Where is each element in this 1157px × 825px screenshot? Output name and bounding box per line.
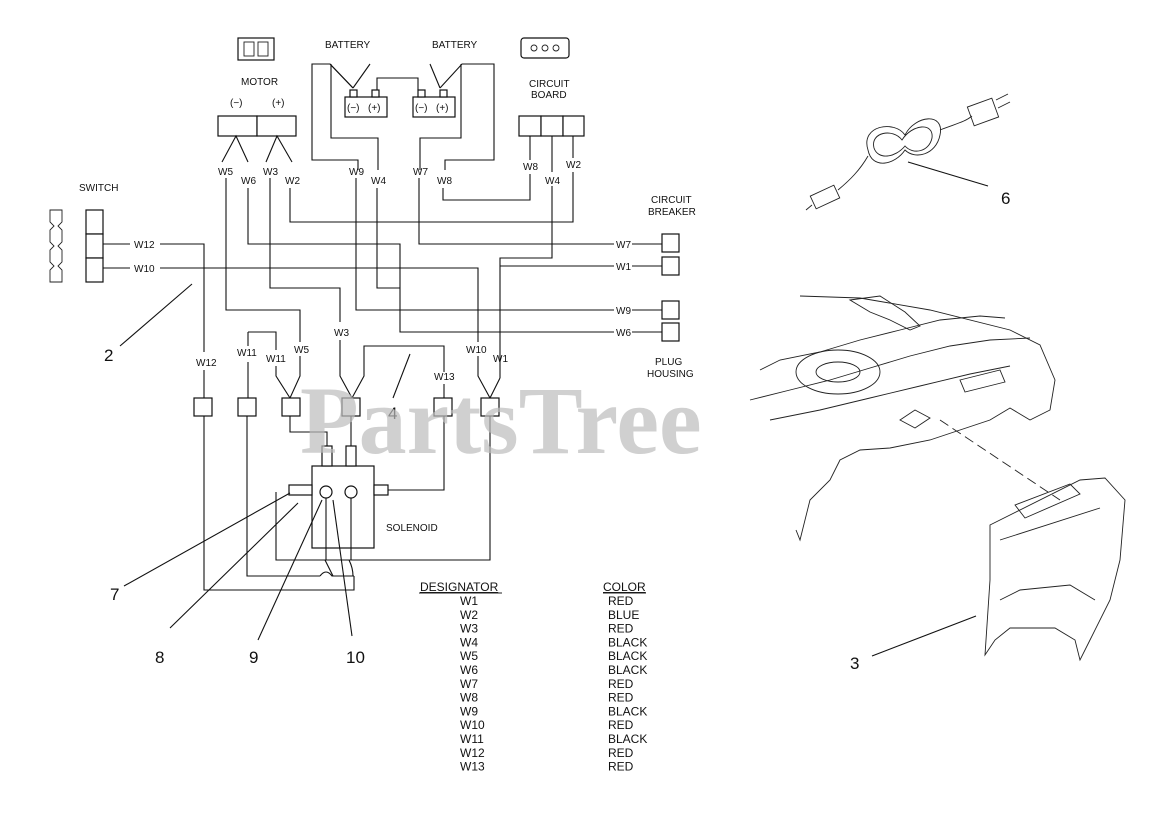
table-cell-designator: W8 <box>460 691 478 705</box>
wire-label-w3-top: W3 <box>263 167 278 178</box>
table-cell-color: RED <box>608 746 634 760</box>
table-header-designator: DESIGNATOR <box>420 580 499 594</box>
battery-right: (−) (+) <box>412 89 456 118</box>
wire-label-w4-board: W4 <box>545 176 560 187</box>
wire-label-w2-board: W2 <box>566 160 581 171</box>
wire-label-w7-top: W7 <box>413 167 428 178</box>
wire-label-w12-mid: W12 <box>196 358 217 369</box>
circuit-board-label-1: CIRCUIT <box>529 79 570 90</box>
motor-terminal-block <box>217 115 297 163</box>
battery-wiring <box>311 63 495 170</box>
table-cell-designator: W4 <box>460 635 478 649</box>
callout-10: 10 <box>346 648 365 667</box>
wire-label-w5-mid: W5 <box>294 345 309 356</box>
battery-left-pos: (+) <box>368 103 381 114</box>
switch-component <box>49 209 104 283</box>
battery-right-pos: (+) <box>436 103 449 114</box>
circuit-board-label-2: BOARD <box>531 90 567 101</box>
wire-label-w7-right: W7 <box>616 240 631 251</box>
wire-label-w1-mid: W1 <box>493 354 508 365</box>
wire-label-w4-top: W4 <box>371 176 386 187</box>
wire-label-w10-mid: W10 <box>466 345 487 356</box>
wire-label-w6-right: W6 <box>616 328 631 339</box>
table-cell-color: BLACK <box>608 663 647 677</box>
table-cell-color: RED <box>608 622 634 636</box>
watermark: PartsTree <box>300 367 702 474</box>
table-cell-designator: W5 <box>460 649 478 663</box>
callout-9: 9 <box>249 648 258 667</box>
table-cell-designator: W10 <box>460 718 485 732</box>
wire-label-w12-switch: W12 <box>134 240 155 251</box>
motor-pos-label: (+) <box>272 98 285 109</box>
table-cell-color: RED <box>608 677 634 691</box>
mower-housing-illustration <box>749 295 1126 662</box>
table-cell-color: BLACK <box>608 704 647 718</box>
wire-label-w6-top: W6 <box>241 176 256 187</box>
table-cell-designator: W3 <box>460 622 478 636</box>
callout-2: 2 <box>104 346 113 365</box>
battery-left: (−) (+) <box>344 89 388 118</box>
motor-neg-label: (−) <box>230 98 243 109</box>
wire-label-w3-mid: W3 <box>334 328 349 339</box>
wire-label-w1-right: W1 <box>616 262 631 273</box>
battery-right-neg: (−) <box>415 103 428 114</box>
callout-7: 7 <box>110 585 119 604</box>
callout-leaders <box>119 161 989 657</box>
battery-left-neg: (−) <box>347 103 360 114</box>
wire-label-w13-mid: W13 <box>434 372 455 383</box>
circuit-breaker-label-2: BREAKER <box>648 207 696 218</box>
table-cell-color: RED <box>608 691 634 705</box>
motor-label: MOTOR <box>241 77 278 88</box>
callout-3: 3 <box>850 654 859 673</box>
wire-label-w8-board: W8 <box>523 162 538 173</box>
table-cell-color: BLACK <box>608 732 647 746</box>
table-cell-designator: W13 <box>460 760 485 774</box>
table-cell-designator: W1 <box>460 594 478 608</box>
table-cell-designator: W2 <box>460 608 478 622</box>
table-cell-color: BLACK <box>608 649 647 663</box>
battery-label-left: BATTERY <box>325 40 371 51</box>
plug-housing-label-2: HOUSING <box>647 369 694 380</box>
return-runs <box>203 416 491 591</box>
power-cord-illustration <box>805 93 1011 211</box>
solenoid-component <box>288 416 445 549</box>
connector-icon-left <box>237 37 275 61</box>
switch-label: SWITCH <box>79 183 118 194</box>
solenoid-label: SOLENOID <box>386 523 438 534</box>
wire-label-w11-mid-a: W11 <box>237 348 257 359</box>
plug-connector-icon <box>520 37 570 59</box>
table-cell-designator: W6 <box>460 663 478 677</box>
wire-label-w2-top: W2 <box>285 176 300 187</box>
plug-housing-label-1: PLUG <box>655 357 682 368</box>
table-cell-color: BLACK <box>608 635 647 649</box>
callout-8: 8 <box>155 648 164 667</box>
wire-label-w11-mid-b: W11 <box>266 354 286 365</box>
table-header-color: COLOR <box>603 580 646 594</box>
table-cell-designator: W7 <box>460 677 478 691</box>
wire-label-w9-right: W9 <box>616 306 631 317</box>
callout-6: 6 <box>1001 189 1010 208</box>
table-cell-designator: W12 <box>460 746 485 760</box>
circuit-breaker-label-1: CIRCUIT <box>651 195 692 206</box>
wire-label-w9-top: W9 <box>349 167 364 178</box>
table-cell-color: RED <box>608 718 634 732</box>
table-cell-color: RED <box>608 594 634 608</box>
table-cell-designator: W9 <box>460 704 478 718</box>
table-cell-color: BLUE <box>608 608 639 622</box>
table-cell-color: RED <box>608 760 634 774</box>
battery-label-right: BATTERY <box>432 40 478 51</box>
wire-label-w8-top: W8 <box>437 176 452 187</box>
callout-4: 4 <box>388 404 397 423</box>
wire-label-w5-top: W5 <box>218 167 233 178</box>
circuit-board-block <box>518 115 585 172</box>
table-cell-designator: W11 <box>460 732 484 746</box>
breaker-terminals <box>661 233 680 342</box>
lower-connectors <box>193 397 500 417</box>
wiring-runs <box>103 172 662 399</box>
wire-label-w10-switch: W10 <box>134 264 155 275</box>
